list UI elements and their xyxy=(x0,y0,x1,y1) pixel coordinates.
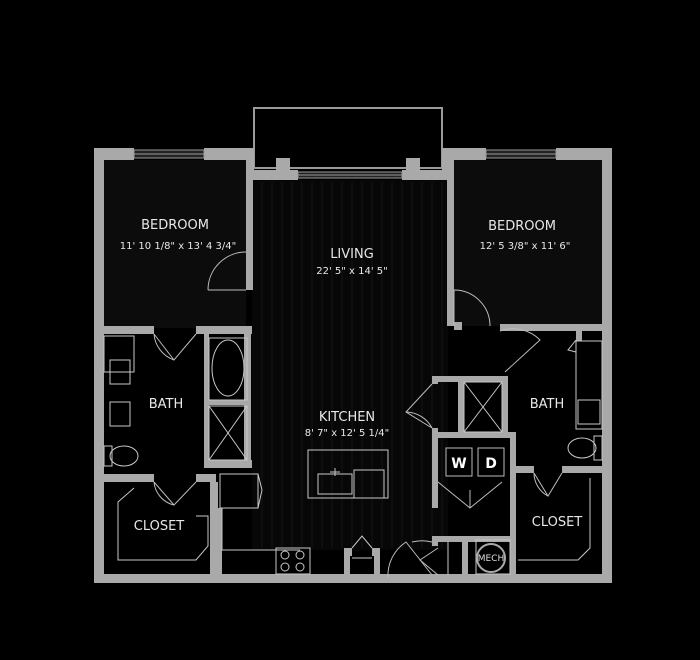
living-label: LIVING xyxy=(330,247,374,262)
bedroom-right-dimensions: 12' 5 3/8" x 11' 6" xyxy=(480,241,571,252)
left-bath-fixtures xyxy=(103,335,248,561)
kitchen-dimensions: 8' 7" x 12' 5 1/4" xyxy=(305,428,389,439)
living-dimensions: 22' 5" x 14' 5" xyxy=(316,266,388,277)
floor-stripes xyxy=(261,182,443,548)
dryer-label: D xyxy=(485,456,497,472)
mech-unit xyxy=(447,539,511,575)
washer-label: W xyxy=(451,456,466,472)
floor-fills xyxy=(104,160,602,550)
balcony xyxy=(253,107,443,169)
bedroom-left-dimensions: 11' 10 1/8" x 13' 4 3/4" xyxy=(120,241,236,252)
bath-right-label: BATH xyxy=(530,397,565,412)
bedroom-left-label: BEDROOM xyxy=(141,218,209,233)
closet-left-label: CLOSET xyxy=(134,519,185,534)
laundry xyxy=(445,447,505,477)
kitchen-label: KITCHEN xyxy=(319,410,375,425)
mech-label: MECH xyxy=(478,554,505,564)
closet-right-label: CLOSET xyxy=(532,515,583,530)
bath-left-label: BATH xyxy=(149,397,184,412)
bedroom-right-label: BEDROOM xyxy=(488,219,556,234)
kitchen-fixtures xyxy=(219,449,389,575)
windows xyxy=(133,149,557,179)
walls xyxy=(94,148,612,583)
room-labels: BEDROOM 11' 10 1/8" x 13' 4 3/4" LIVING … xyxy=(120,218,583,564)
doors xyxy=(153,251,563,579)
right-bath-fixtures xyxy=(463,339,603,561)
